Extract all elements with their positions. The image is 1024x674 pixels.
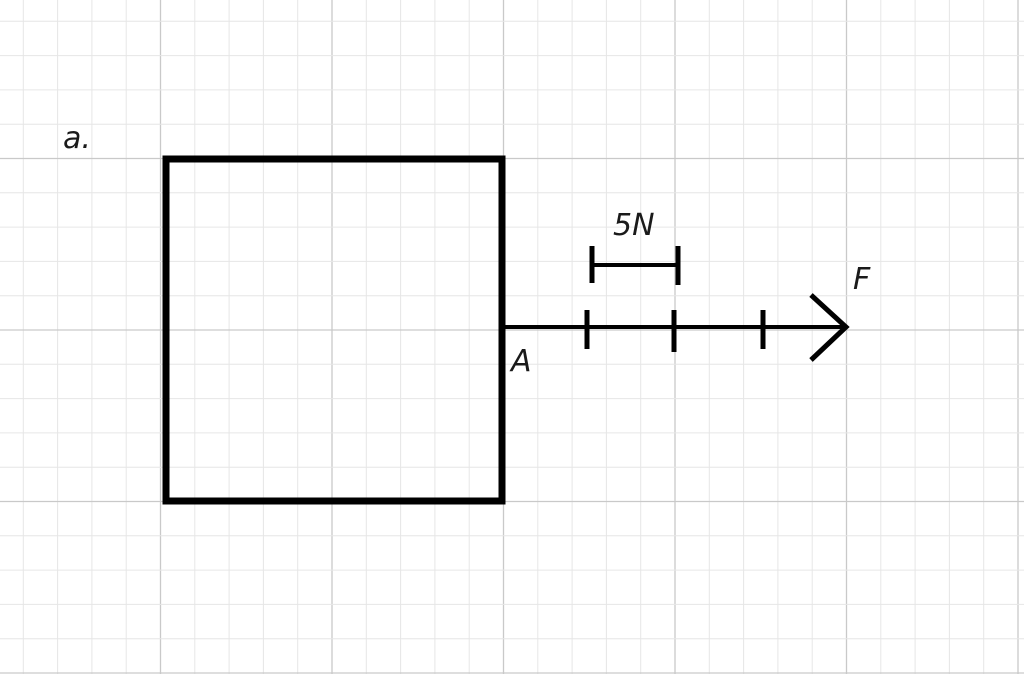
scale-label: 5N xyxy=(613,208,655,243)
force-f-label: F xyxy=(853,262,871,297)
part-label: a. xyxy=(63,121,91,156)
point-a-label: A xyxy=(509,344,532,379)
force-arrowhead xyxy=(809,293,850,362)
block xyxy=(162,155,506,505)
